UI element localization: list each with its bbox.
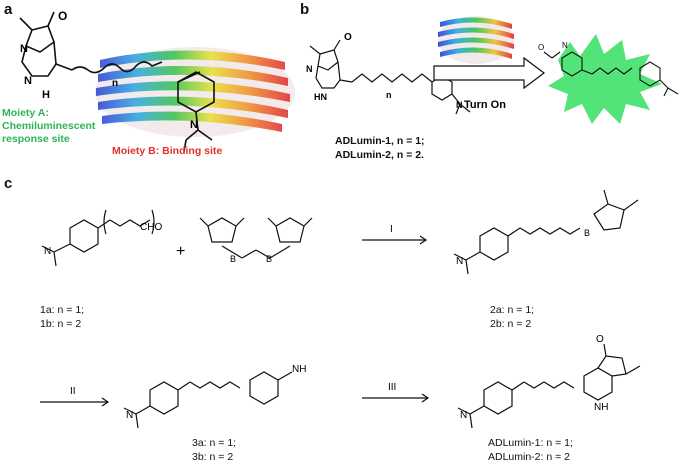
atom-nme2: N xyxy=(190,119,198,131)
turn-on-arrow xyxy=(433,56,545,90)
b-atom-n: N xyxy=(306,64,313,74)
atom-n1: N xyxy=(20,43,28,55)
panel-letter-c: c xyxy=(4,175,13,192)
protein-binding-site xyxy=(95,47,295,137)
atom-nh: H xyxy=(42,89,50,101)
reagent-boronate-structure xyxy=(199,217,313,259)
product-atom-n: N xyxy=(562,41,568,50)
c-atom-n-4: N xyxy=(460,410,467,421)
compound-1-label: ADLumin-1, n = 1; xyxy=(335,135,425,147)
subscript-n: n xyxy=(112,78,118,89)
nh2-label: NH xyxy=(292,364,306,375)
moiety-b-label: Moiety B: Binding site xyxy=(112,145,223,157)
c-atom-n-3: N xyxy=(126,410,133,421)
panel-b-illustration: O N HN n N Turn On xyxy=(306,16,679,124)
c-atom-n-1: N xyxy=(44,246,51,257)
panel-c-scheme: CHO N + B B I N B II N NH III N O NH xyxy=(40,189,641,429)
compound-2-label: ADLumin-2, n = 2. xyxy=(335,149,424,161)
step-3-label: III xyxy=(388,382,396,393)
b-subscript-n: n xyxy=(386,90,392,100)
panel-letter-b: b xyxy=(300,1,310,18)
product-2-structure xyxy=(453,189,639,275)
atom-n2: N xyxy=(24,75,32,87)
b-atom-o: O xyxy=(344,32,352,43)
c-atom-n-2: N xyxy=(456,256,463,267)
reagent-2-line-2: 2b: n = 2 xyxy=(490,318,532,330)
step-2-label: II xyxy=(70,386,76,397)
atom-o: O xyxy=(58,9,67,23)
protein-aggregate xyxy=(438,16,514,64)
reagent-1-structure xyxy=(41,209,155,267)
panel-a-illustration: O N N H n N xyxy=(19,9,295,153)
plus-sign: + xyxy=(176,243,185,260)
product-line-1: ADLumin-1: n = 1; xyxy=(488,437,573,449)
c-atom-nh: NH xyxy=(594,402,608,413)
panel-letter-a: a xyxy=(4,1,13,18)
c-atom-b-3: B xyxy=(584,228,590,238)
turn-on-label: Turn On xyxy=(464,99,506,111)
product-3-structure xyxy=(123,371,293,429)
step-1-label: I xyxy=(390,224,393,235)
moiety-a-line-1: Moiety A: xyxy=(2,107,49,119)
b-atom-nme2: N xyxy=(456,100,463,110)
cho-label: CHO xyxy=(140,222,162,233)
luminescence-glow xyxy=(548,34,662,124)
c-atom-o: O xyxy=(596,334,604,345)
reagent-1-line-2: 1b: n = 2 xyxy=(40,318,82,330)
reagent-2-line-1: 2a: n = 1; xyxy=(490,304,535,316)
oxidized-product-structure xyxy=(543,51,679,97)
product-line-2: ADLumin-2: n = 2 xyxy=(488,451,571,463)
final-product-structure xyxy=(457,343,641,429)
c-atom-b-1: B xyxy=(230,254,236,264)
b-atom-hn: HN xyxy=(314,92,327,102)
imidazopyrazinone-core xyxy=(19,11,215,153)
c-atom-b-2: B xyxy=(266,254,272,264)
moiety-a-line-3: response site xyxy=(2,133,70,145)
reagent-3-line-2: 3b: n = 2 xyxy=(192,451,234,463)
reagent-3-line-1: 3a: n = 1; xyxy=(192,437,237,449)
product-atom-o: O xyxy=(538,43,544,52)
reagent-1-line-1: 1a: n = 1; xyxy=(40,304,85,316)
moiety-a-line-2: Chemiluminescent xyxy=(2,120,96,132)
